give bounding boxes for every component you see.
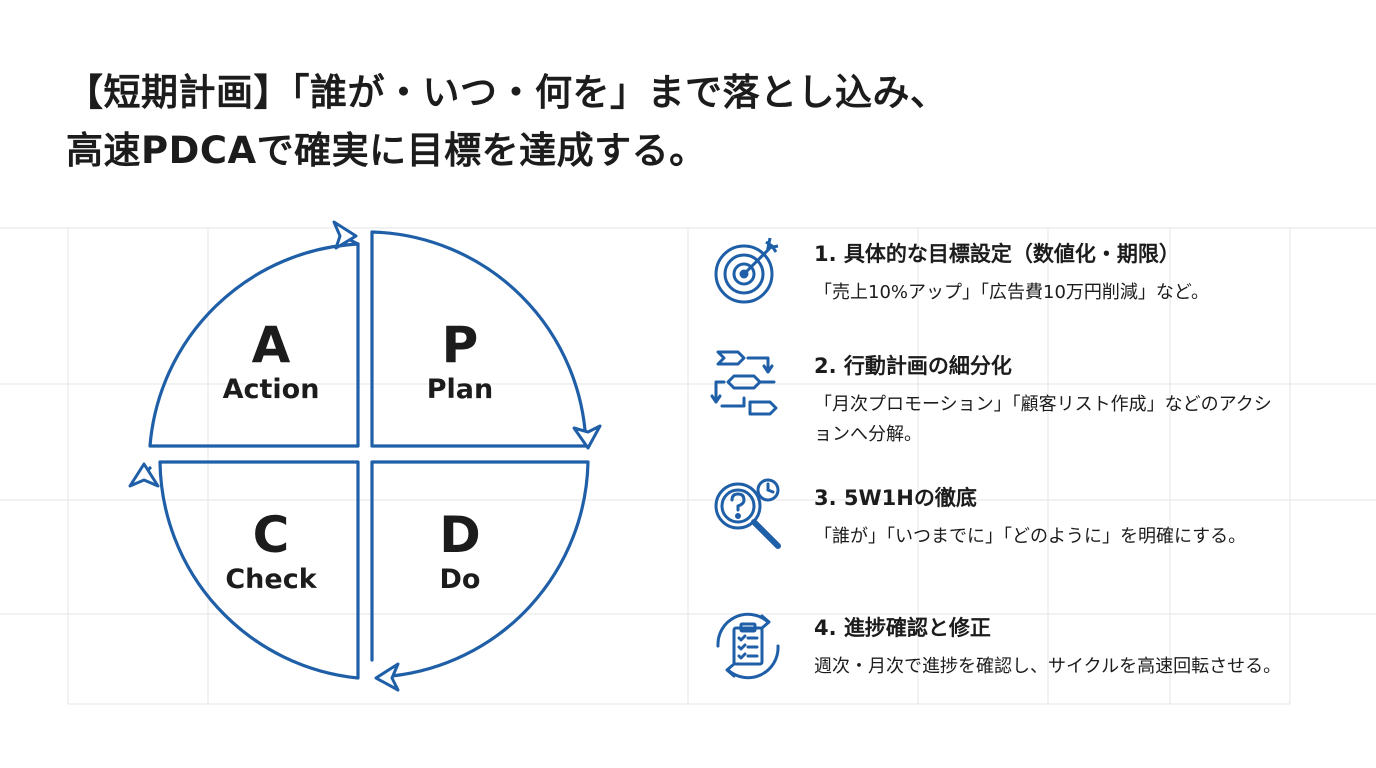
title-line-2: 高速PDCAで確実に目標を達成する。 — [66, 129, 707, 172]
quadrant-d-shape — [370, 460, 590, 678]
quadrant-c-letter: C — [253, 506, 290, 564]
quadrant-p-letter: P — [442, 316, 479, 374]
quadrant-p-word: Plan — [427, 374, 494, 405]
step-4-heading: 4. 進捗確認と修正 — [814, 616, 991, 640]
quadrant-p-shape — [370, 230, 588, 448]
quadrant-c-shape — [158, 460, 360, 680]
checklist-cycle-icon — [716, 612, 780, 680]
quadrant-d-word: Do — [440, 564, 481, 595]
title-line-1: 【短期計画】「誰が・いつ・何を」まで落とし込み、 — [66, 71, 948, 114]
arrow-a-to-p-icon — [332, 220, 358, 250]
arrow-c-to-a-icon — [128, 462, 160, 488]
step-1-description: 「売上10%アップ」「広告費10万円削減」など。 — [814, 282, 1210, 303]
target-icon — [714, 237, 779, 304]
step-2-description: 「月次プロモーション」「顧客リスト作成」などのアクションへ分解。 — [814, 394, 1272, 445]
quadrant-a-word: Action — [223, 374, 320, 405]
step-4-description: 週次・月次で進捗を確認し、サイクルを高速回転させる。 — [814, 656, 1282, 677]
step-3-heading: 3. 5W1Hの徹底 — [814, 486, 977, 510]
step-2-heading: 2. 行動計画の細分化 — [814, 354, 1012, 378]
arrow-d-to-c-icon — [374, 662, 400, 692]
step-1-heading: 1. 具体的な目標設定（数値化・期限） — [814, 242, 1180, 266]
step-3-description: 「誰が」「いつまでに」「どのように」を明確にする。 — [814, 526, 1247, 547]
quadrant-a-letter: A — [252, 316, 291, 374]
quadrant-c-word: Check — [225, 564, 317, 595]
quadrant-a-shape — [148, 242, 360, 448]
quadrant-d-letter: D — [439, 506, 481, 564]
page-title: 【短期計画】「誰が・いつ・何を」まで落とし込み、 高速PDCAで確実に目標を達成… — [66, 64, 948, 180]
flow-breakdown-icon — [710, 350, 778, 416]
arrow-p-to-d-icon — [572, 424, 602, 450]
question-magnifier-icon — [714, 478, 781, 549]
